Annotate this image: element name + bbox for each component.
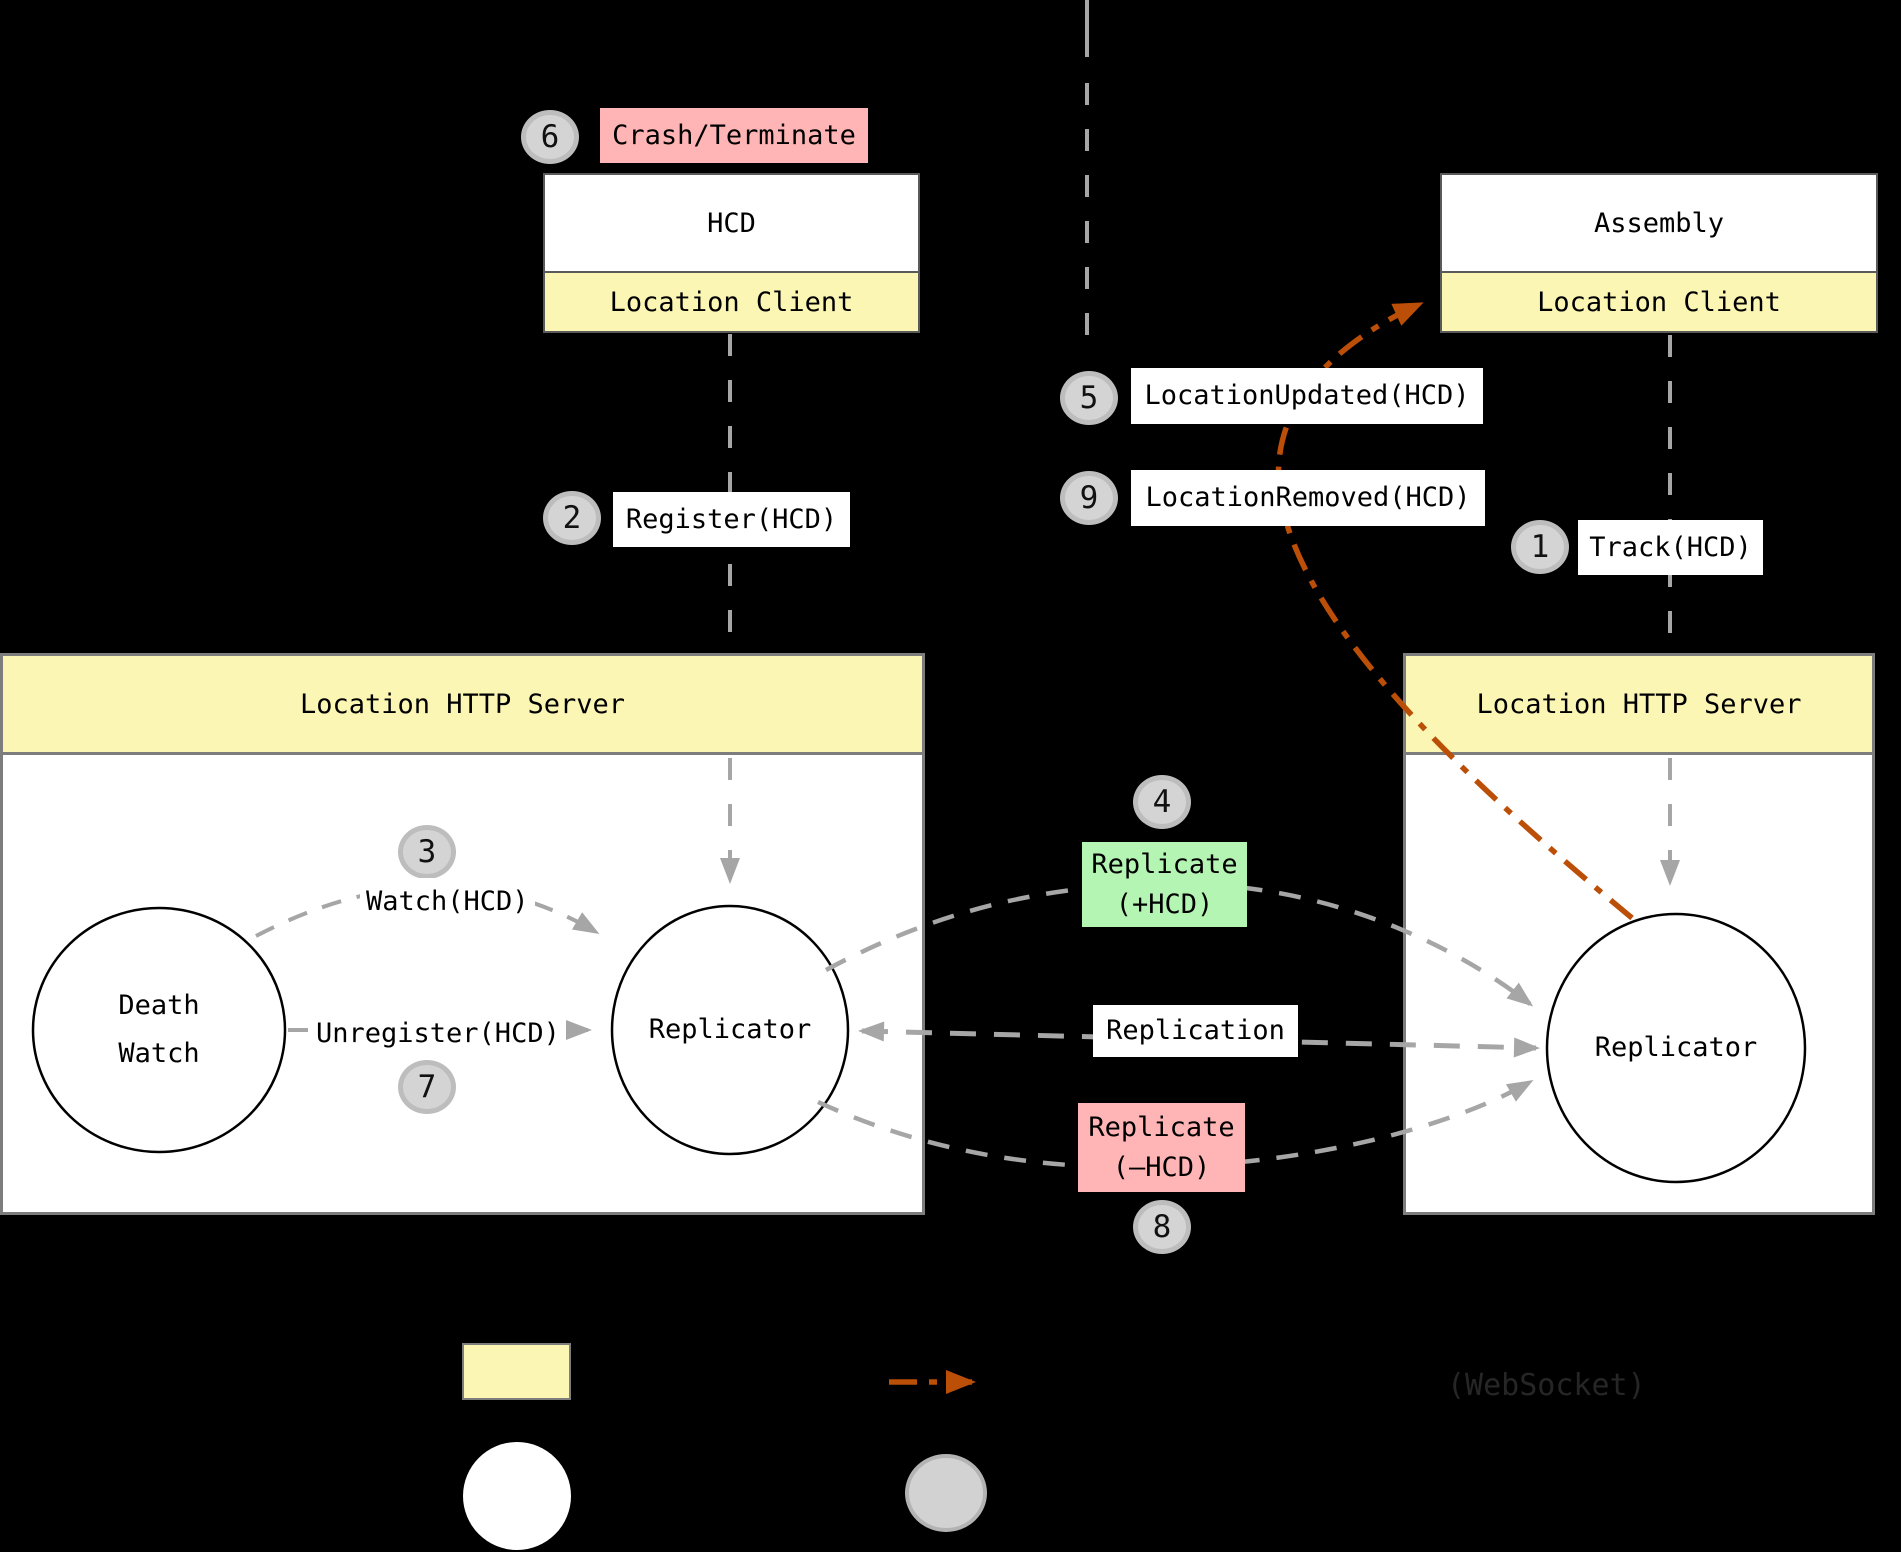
step-badge-1: 1	[1511, 520, 1569, 574]
right-replicator-text: Replicator	[1594, 1032, 1758, 1063]
assembly-title: Assembly	[1593, 207, 1725, 239]
step-badge-2: 2	[543, 491, 601, 545]
step-badge-6: 6	[521, 110, 579, 164]
unregister-hcd-label: Unregister(HCD)	[310, 1010, 566, 1056]
replicate-add-line2: (+HCD)	[1115, 888, 1214, 920]
register-hcd-label: Register(HCD)	[613, 492, 850, 547]
step-badge-4: 4	[1133, 775, 1191, 829]
track-hcd-label: Track(HCD)	[1578, 520, 1763, 575]
replication-label: Replication	[1093, 1005, 1298, 1057]
hcd-title: HCD	[707, 207, 756, 239]
replicate-remove-label: Replicate (—HCD)	[1078, 1103, 1245, 1192]
replicate-add-label: Replicate (+HCD)	[1082, 842, 1247, 927]
hcd-component-box: HCD Location Client	[543, 173, 920, 333]
crash-terminate-label: Crash/Terminate	[600, 108, 868, 163]
location-updated-label: LocationUpdated(HCD)	[1131, 368, 1483, 424]
step-badge-9: 9	[1060, 471, 1118, 525]
legend-websocket-note: (WebSocket)	[1447, 1368, 1646, 1403]
replicate-add-line1: Replicate	[1091, 848, 1238, 880]
replicate-remove-line1: Replicate	[1088, 1111, 1235, 1143]
step-badge-8: 8	[1133, 1200, 1191, 1254]
location-removed-label: LocationRemoved(HCD)	[1131, 470, 1485, 526]
step-badge-7: 7	[398, 1060, 456, 1114]
replicate-remove-line2: (—HCD)	[1112, 1151, 1211, 1183]
death-watch-text: Death Watch	[59, 982, 259, 1078]
death-watch-line1: Death	[118, 990, 200, 1021]
hcd-location-client-band: Location Client	[545, 271, 918, 331]
left-server-title: Location HTTP Server	[3, 656, 922, 755]
watch-hcd-label: Watch(HCD)	[360, 878, 535, 924]
assembly-component-box: Assembly Location Client	[1440, 173, 1878, 333]
step-badge-5: 5	[1060, 371, 1118, 425]
legend-yellow-swatch	[462, 1343, 571, 1400]
death-watch-line2: Watch	[118, 1038, 200, 1069]
step-badge-3: 3	[398, 825, 456, 879]
left-replicator-text: Replicator	[648, 1014, 812, 1045]
